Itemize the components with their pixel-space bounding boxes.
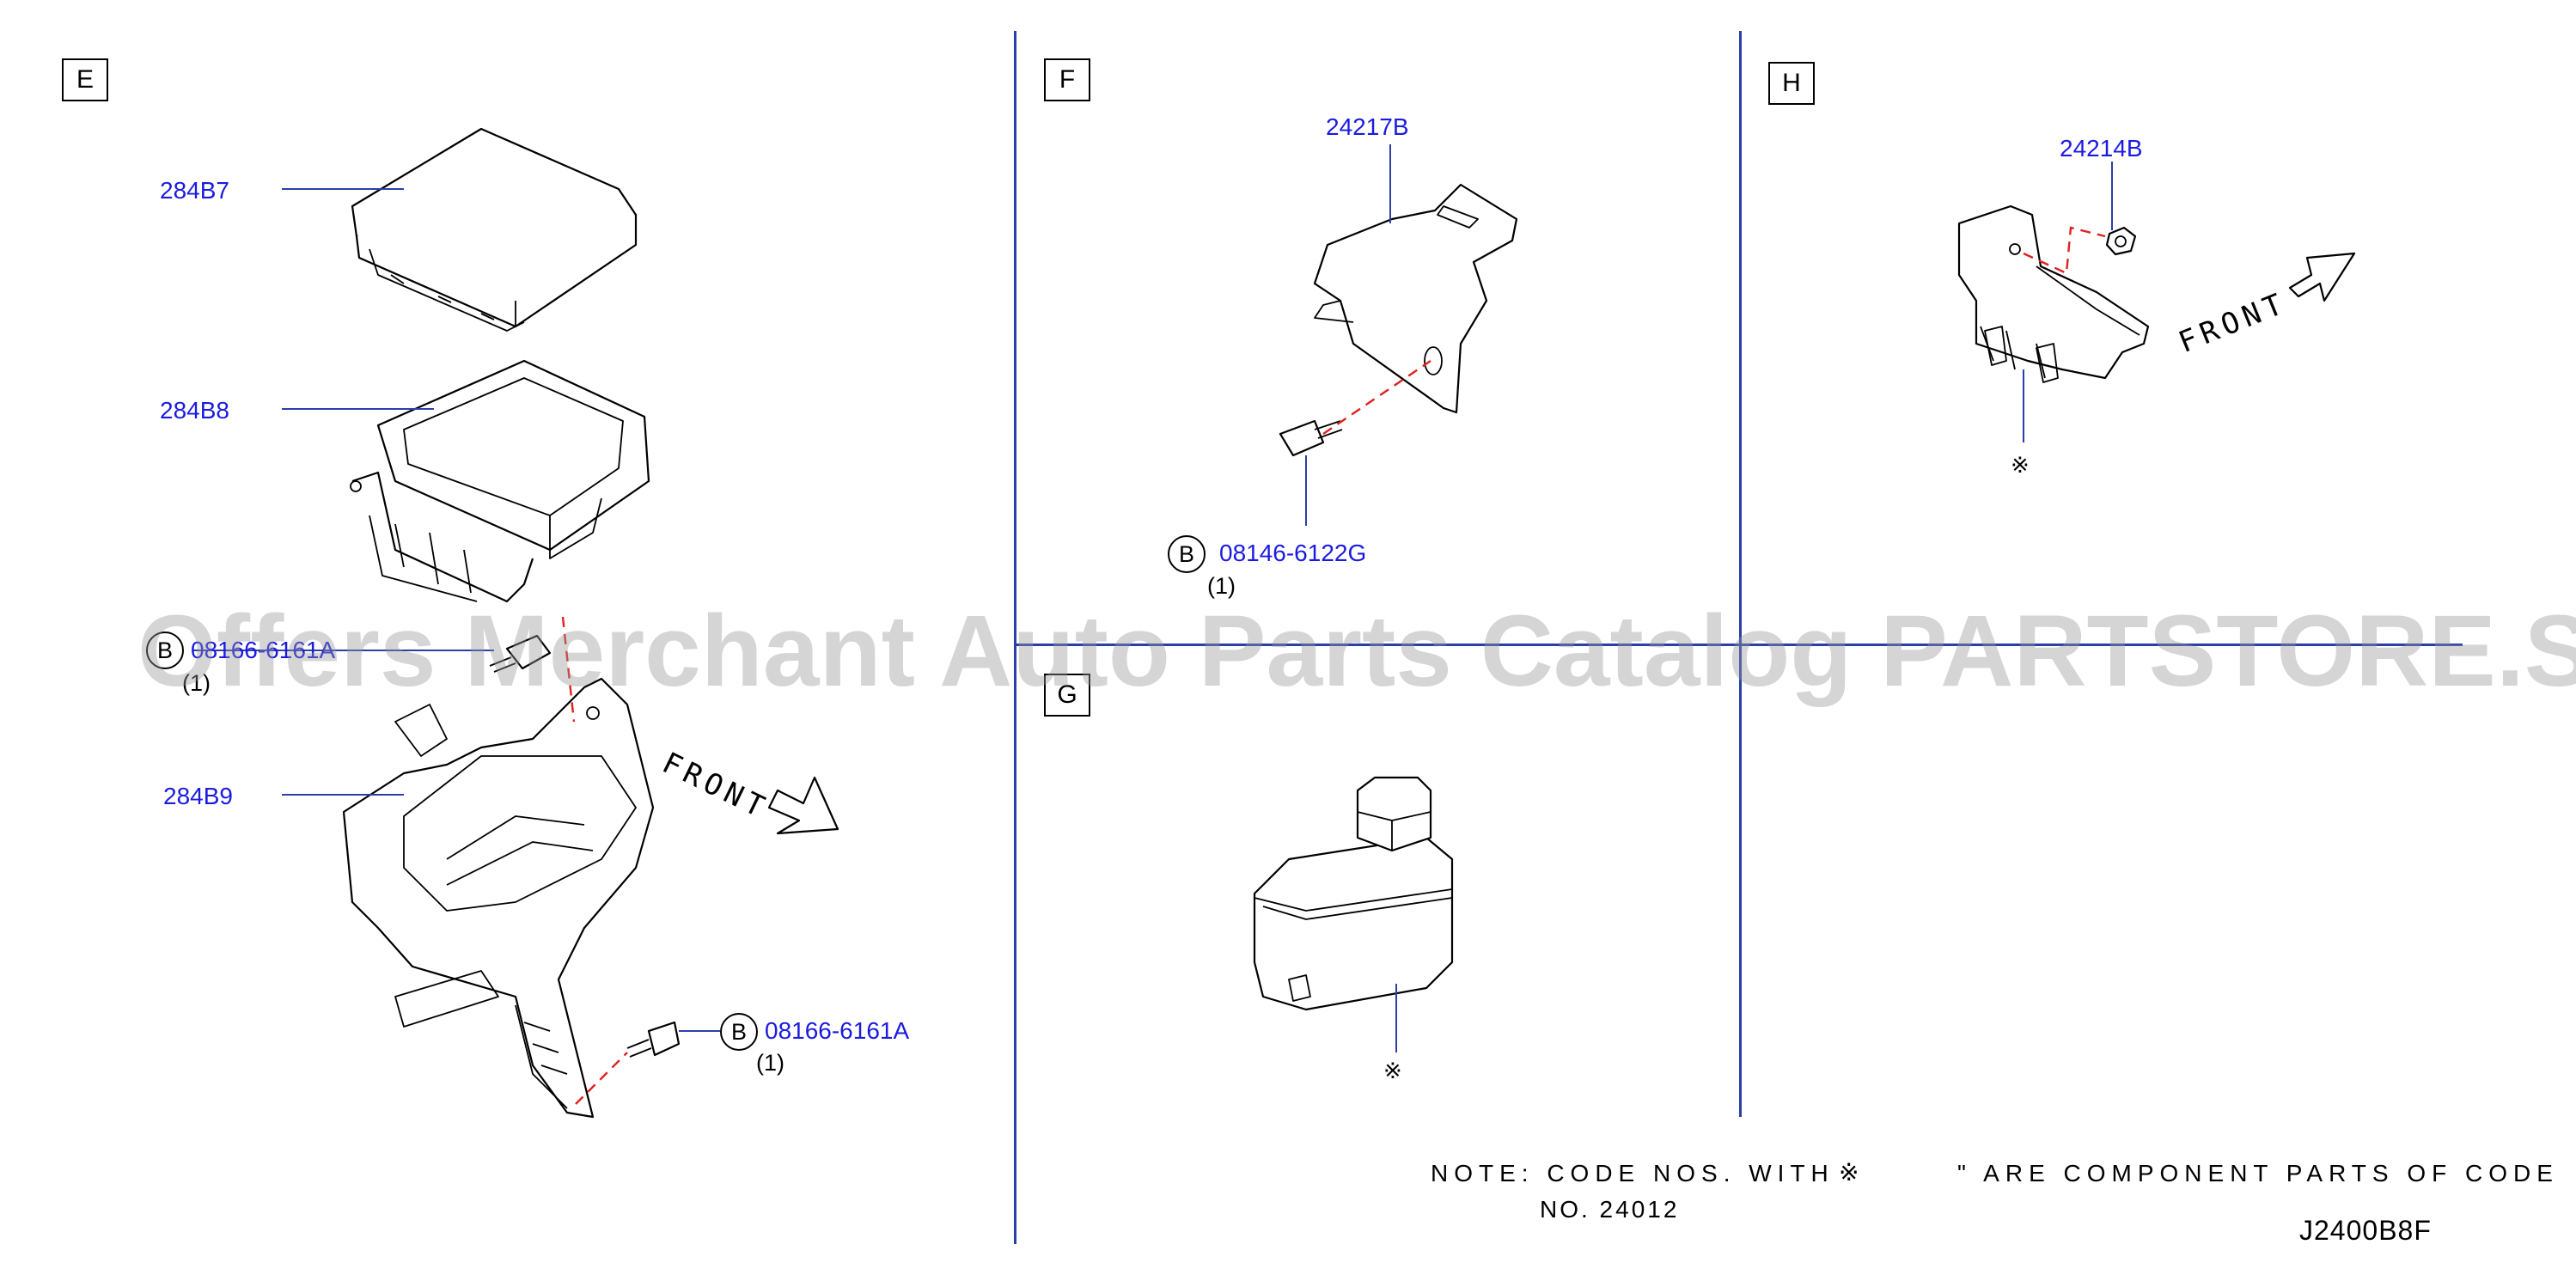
panel-label-f: F: [1044, 58, 1090, 101]
bolt-symbol-e-upper: B: [146, 631, 184, 669]
bolt-f-drawing: [1279, 419, 1343, 457]
dash-f: [1322, 360, 1431, 435]
component-mark-h: ※: [2011, 452, 2030, 478]
cover-284b7-drawing: [351, 127, 638, 332]
relay-box-drawing: [1253, 776, 1454, 1011]
bolt-e-upper-drawing: [489, 634, 552, 673]
part-24217b-link[interactable]: 24217B: [1326, 113, 1409, 140]
component-mark-g: ※: [1383, 1058, 1402, 1083]
part-08166-6161a-lower-link[interactable]: 08166-6161A: [765, 1017, 910, 1044]
panel-label-e: E: [62, 58, 108, 101]
note-mark: ※: [1839, 1159, 1865, 1186]
bracket-24214b-drawing: [1957, 204, 2150, 383]
front-arrow-h: [2288, 252, 2356, 302]
note-line-1a: NOTE: CODE NOS. WITH: [1431, 1160, 1834, 1187]
divider-horizontal: [1014, 644, 2463, 646]
qty-e-upper: (1): [182, 670, 211, 696]
part-284b7-link[interactable]: 284B7: [160, 177, 229, 204]
qty-f: (1): [1207, 573, 1236, 599]
part-08166-6161a-upper-link[interactable]: 08166-6161A: [191, 637, 336, 663]
part-284b8-link[interactable]: 284B8: [160, 397, 229, 424]
panel-label-h: H: [1768, 62, 1815, 105]
box-284b8-drawing: [350, 359, 650, 603]
bracket-24217b-drawing: [1313, 183, 1518, 414]
dash-h: [2023, 226, 2106, 275]
part-08146-6122g-link[interactable]: 08146-6122G: [1219, 540, 1367, 566]
dash-e-upper: [561, 616, 576, 723]
dash-e-lower: [575, 1052, 628, 1105]
divider-vertical-left: [1014, 31, 1016, 1244]
bolt-symbol-e-lower: B: [720, 1013, 758, 1051]
panel-label-g: G: [1044, 674, 1090, 717]
part-24214b-link[interactable]: 24214B: [2060, 135, 2143, 162]
diagram-code: J2400B8F: [2299, 1215, 2432, 1246]
note-line-2: NO. 24012: [1540, 1196, 1680, 1223]
bracket-284b9-drawing: [342, 677, 655, 1119]
divider-vertical-right: [1739, 31, 1742, 1117]
bolt-symbol-f: B: [1168, 535, 1206, 573]
part-284b9-link[interactable]: 284B9: [163, 783, 233, 809]
bolt-e-lower-drawing: [626, 1021, 681, 1058]
note-line-1b: " ARE COMPONENT PARTS OF CODE: [1957, 1160, 2559, 1187]
nut-24214b-drawing: [2105, 226, 2137, 256]
qty-e-lower: (1): [756, 1050, 784, 1076]
front-arrow-e: [767, 776, 839, 835]
